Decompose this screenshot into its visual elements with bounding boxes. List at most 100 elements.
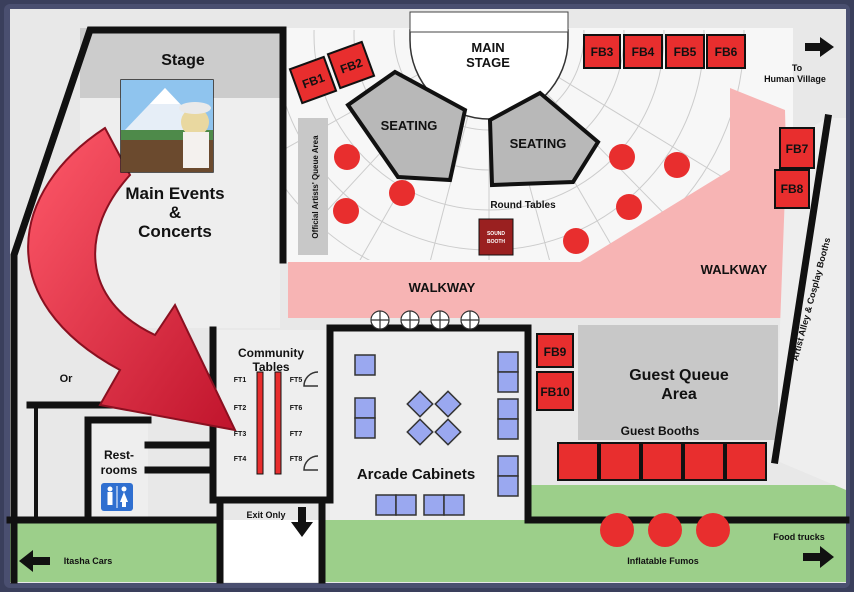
guest-booths-label: Guest Booths bbox=[621, 424, 700, 438]
ft1-label: FT1 bbox=[234, 377, 247, 384]
official-queue-area[interactable] bbox=[298, 118, 328, 255]
fb5-label: FB5 bbox=[674, 45, 697, 59]
round-table[interactable] bbox=[334, 144, 360, 170]
arcade-cabinet[interactable] bbox=[434, 390, 462, 418]
ft5-label: FT5 bbox=[290, 377, 303, 384]
fumo[interactable] bbox=[648, 513, 682, 547]
round-table[interactable] bbox=[563, 228, 589, 254]
arrow-down-icon[interactable] bbox=[291, 507, 313, 537]
guest-booth[interactable] bbox=[725, 442, 767, 481]
to-village-label-2: Human Village bbox=[764, 74, 826, 84]
arcade-cabinet[interactable] bbox=[423, 494, 445, 516]
fumo[interactable] bbox=[696, 513, 730, 547]
food-booth-fb1[interactable] bbox=[288, 55, 338, 105]
inflatable-fumos-label: Inflatable Fumos bbox=[627, 556, 699, 566]
arcade-cabinet[interactable] bbox=[354, 417, 376, 439]
food-booth-fb8[interactable] bbox=[774, 169, 810, 209]
arcade-cabinet[interactable] bbox=[395, 494, 417, 516]
inflatable-fumos bbox=[600, 513, 730, 547]
fb4-label: FB4 bbox=[632, 45, 655, 59]
fan-tables bbox=[256, 371, 282, 475]
seating-right-label: SEATING bbox=[510, 136, 567, 151]
food-booth-fb2[interactable] bbox=[326, 40, 376, 90]
sound-booth-label: SOUND bbox=[487, 231, 505, 237]
grass-area-right bbox=[322, 520, 846, 582]
food-booth-fb9[interactable] bbox=[536, 333, 574, 368]
round-table[interactable] bbox=[609, 144, 635, 170]
arcade-cabinet[interactable] bbox=[497, 418, 519, 440]
sound-booth-label-2: BOOTH bbox=[487, 239, 505, 245]
food-booth-fb3[interactable] bbox=[583, 34, 621, 69]
arrow-right-icon[interactable] bbox=[805, 37, 834, 57]
guest-booth[interactable] bbox=[641, 442, 683, 481]
fan-table-column-left[interactable] bbox=[256, 371, 264, 475]
guest-booth[interactable] bbox=[557, 442, 599, 481]
arcade-cabinet[interactable] bbox=[354, 397, 376, 419]
arrow-right-icon[interactable] bbox=[803, 546, 834, 568]
round-table[interactable] bbox=[616, 194, 642, 220]
arcade-cabinet[interactable] bbox=[497, 475, 519, 497]
round-table[interactable] bbox=[664, 152, 690, 178]
restrooms-label-2: rooms bbox=[101, 463, 138, 477]
fan-table-column-right[interactable] bbox=[274, 371, 282, 475]
main-stage-label: MAIN bbox=[471, 40, 504, 55]
fb8-label: FB8 bbox=[781, 182, 804, 196]
walls bbox=[6, 26, 850, 584]
main-stage-label-2: STAGE bbox=[466, 55, 510, 70]
guest-queue-area bbox=[578, 325, 778, 440]
restrooms-label: Rest- bbox=[104, 448, 134, 462]
arcade-cabinet[interactable] bbox=[406, 390, 434, 418]
arcade-cabinet[interactable] bbox=[434, 418, 462, 446]
guest-queue-label-2: Area bbox=[661, 386, 697, 403]
arcade-cabinet[interactable] bbox=[443, 494, 465, 516]
round-tables-label: Round Tables bbox=[490, 200, 556, 211]
door-swing bbox=[303, 371, 319, 387]
arcade-cabinet[interactable] bbox=[497, 351, 519, 373]
ft7-label: FT7 bbox=[290, 431, 303, 438]
food-booth-fb10[interactable] bbox=[536, 371, 574, 411]
fumo[interactable] bbox=[600, 513, 634, 547]
food-booth-fb7[interactable] bbox=[779, 127, 815, 169]
arrow-left-icon[interactable] bbox=[19, 550, 50, 572]
arcade-cabinet[interactable] bbox=[497, 398, 519, 420]
stage-thumbnail[interactable] bbox=[120, 79, 214, 173]
ft3-label: FT3 bbox=[234, 431, 247, 438]
official-queue-label: Official Artists' Queue Area bbox=[311, 135, 320, 239]
guest-booth[interactable] bbox=[683, 442, 725, 481]
arcade-cabinet[interactable] bbox=[406, 418, 434, 446]
community-tables-area bbox=[213, 330, 330, 500]
door-swing bbox=[303, 455, 319, 471]
food-booth-fb4[interactable] bbox=[623, 34, 663, 69]
arcade-cabinet[interactable] bbox=[497, 455, 519, 477]
arcade-cabinet[interactable] bbox=[354, 354, 376, 376]
food-booth-fb5[interactable] bbox=[665, 34, 705, 69]
round-table[interactable] bbox=[389, 180, 415, 206]
food-booth-fb6[interactable] bbox=[706, 34, 746, 69]
artist-alley-area bbox=[775, 118, 846, 490]
arcade-cabinet[interactable] bbox=[497, 371, 519, 393]
ft6-label: FT6 bbox=[290, 405, 303, 412]
seating-left[interactable] bbox=[345, 69, 468, 183]
ft8-label: FT8 bbox=[290, 456, 303, 463]
food-trucks-label: Food trucks bbox=[773, 532, 825, 542]
walkway bbox=[288, 88, 790, 318]
seating-right[interactable] bbox=[487, 90, 601, 188]
partial-area-label: Or bbox=[60, 373, 74, 385]
round-table[interactable] bbox=[333, 198, 359, 224]
fb3-label: FB3 bbox=[591, 45, 614, 59]
arcade-cabinet[interactable] bbox=[375, 494, 397, 516]
guest-booth[interactable] bbox=[599, 442, 641, 481]
entrance-gates bbox=[370, 310, 480, 330]
highlight-arrow bbox=[27, 126, 237, 432]
to-village-label: To bbox=[792, 63, 803, 73]
fb10-label: FB10 bbox=[540, 385, 570, 399]
community-tables-label-2: Tables bbox=[252, 360, 289, 374]
exit-only-label: Exit Only bbox=[246, 510, 285, 520]
guest-booths bbox=[557, 442, 767, 481]
restroom-icon bbox=[101, 483, 133, 511]
community-tables-label: Community bbox=[238, 346, 304, 360]
grass-area-left bbox=[10, 520, 220, 582]
fb9-label: FB9 bbox=[544, 345, 567, 359]
sound-booth[interactable] bbox=[478, 218, 514, 256]
